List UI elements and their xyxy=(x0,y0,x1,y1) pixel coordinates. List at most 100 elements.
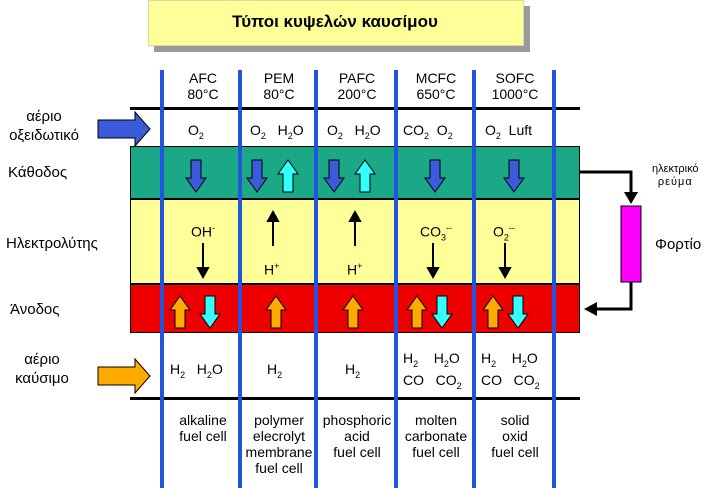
desc-line: acid xyxy=(344,428,370,444)
cyan-up-arrow xyxy=(354,159,376,193)
column-divider xyxy=(552,70,556,488)
ion-pem: H+ xyxy=(264,261,280,278)
circuit-arrowhead-left xyxy=(584,302,597,316)
column-header-mcfc: MCFC 650°C xyxy=(398,70,474,102)
title-box xyxy=(148,0,524,46)
fuel-afc: H2 H2O xyxy=(170,361,223,380)
column-name: MCFC xyxy=(415,70,457,86)
column-divider xyxy=(394,70,398,488)
oxidant-afc: O2 xyxy=(188,122,204,141)
desc-line: fuel cell xyxy=(179,428,227,444)
bottom-separator-line xyxy=(130,397,580,400)
column-name: SOFC xyxy=(495,70,535,86)
fuel-pafc: H2 xyxy=(345,361,361,380)
desc-line: carbonate xyxy=(404,428,468,444)
desc-line: elecrolyt xyxy=(252,428,306,444)
column-divider xyxy=(314,70,318,488)
ion-up-arrowhead xyxy=(266,209,280,222)
ion-down-arrowhead xyxy=(498,267,512,280)
ion-pafc: H+ xyxy=(347,261,363,278)
orange-up-arrow xyxy=(406,295,428,329)
cyan-down-arrow xyxy=(507,295,529,329)
desc-line: alkaline xyxy=(179,412,227,428)
oxidant-sofc: O2 Luft xyxy=(485,122,533,141)
oxidant-pafc: O2 H2O xyxy=(327,122,381,141)
desc-line: oxid xyxy=(502,428,528,444)
desc-line: phosphoric xyxy=(322,412,392,428)
label-line: οξειδωτικό xyxy=(9,127,79,144)
orange-up-arrow xyxy=(482,295,504,329)
column-temp: 1000°C xyxy=(491,86,539,102)
column-header-pafc: PAFC 200°C xyxy=(318,70,396,102)
column-header-pem: PEM 80°C xyxy=(242,70,316,102)
current-label: ηλεκτρικό ρεύμα xyxy=(652,163,699,189)
column-name: PAFC xyxy=(338,70,376,86)
top-separator-line xyxy=(130,107,580,110)
label-line: αέριο xyxy=(26,108,62,125)
column-temp: 80°C xyxy=(187,86,219,102)
circuit-wire-bottom xyxy=(594,282,633,311)
desc-line: fuel cell xyxy=(491,444,539,460)
blue-down-arrow xyxy=(503,159,525,193)
label-line: ρεύμα xyxy=(657,176,693,188)
desc-mcfc: molten carbonate fuel cell xyxy=(398,412,474,460)
ion-down-arrowhead xyxy=(196,267,210,280)
cyan-down-arrow xyxy=(431,295,453,329)
oxidant-input-arrow xyxy=(97,110,151,148)
orange-up-arrow xyxy=(265,295,287,329)
ion-afc: OH- xyxy=(191,223,215,240)
column-divider xyxy=(472,70,476,488)
oxidant-gas-label: αέριο οξειδωτικό xyxy=(4,107,84,145)
column-name: AFC xyxy=(189,70,217,86)
ion-down-arrowhead xyxy=(426,267,440,280)
ion-sofc: O2-- xyxy=(493,223,515,243)
orange-up-arrow xyxy=(169,295,191,329)
column-divider xyxy=(238,70,242,488)
label-line: καύσιμο xyxy=(15,370,69,387)
fuel-pem: H2 xyxy=(267,361,283,380)
load-box xyxy=(620,205,642,283)
column-temp: 200°C xyxy=(337,86,377,102)
column-header-afc: AFC 80°C xyxy=(164,70,242,102)
fuel-gas-label: αέριο καύσιμο xyxy=(10,350,74,388)
desc-line: solid xyxy=(500,412,530,428)
desc-line: membrane xyxy=(245,444,313,460)
ion-mcfc: CO3-- xyxy=(420,223,453,243)
circuit-wire-top xyxy=(580,170,633,195)
circuit-arrowhead-down xyxy=(624,192,638,204)
column-temp: 650°C xyxy=(416,86,456,102)
oxidant-pem: O2 H2O xyxy=(250,122,304,141)
column-temp: 80°C xyxy=(263,86,295,102)
desc-pem: polymer elecrolyt membrane fuel cell xyxy=(242,412,316,476)
oxidant-mcfc: CO2 O2 xyxy=(403,122,453,141)
load-label: Φορτίο xyxy=(655,236,702,253)
desc-line: molten xyxy=(414,412,458,428)
cyan-up-arrow xyxy=(277,159,299,193)
diagram-title: Τύποι κυψελών καυσίμου xyxy=(232,12,438,31)
electrolyte-label: Ηλεκτρολύτης xyxy=(6,235,98,252)
desc-line: polymer xyxy=(254,412,304,428)
orange-up-arrow xyxy=(342,295,364,329)
ion-up-arrowhead xyxy=(348,209,362,222)
desc-sofc: solid oxid fuel cell xyxy=(476,412,554,460)
label-line: ηλεκτρικό xyxy=(652,163,699,175)
cyan-down-arrow xyxy=(199,295,221,329)
desc-line: fuel cell xyxy=(333,444,381,460)
desc-line: fuel cell xyxy=(412,444,460,460)
column-divider xyxy=(160,70,164,488)
blue-down-arrow xyxy=(246,159,268,193)
blue-down-arrow xyxy=(424,159,446,193)
desc-afc: alkaline fuel cell xyxy=(164,412,242,444)
column-header-sofc: SOFC 1000°C xyxy=(476,70,554,102)
column-name: PEM xyxy=(263,70,295,86)
blue-down-arrow xyxy=(323,159,345,193)
label-line: αέριο xyxy=(24,351,60,368)
desc-pafc: phosphoric acid fuel cell xyxy=(318,412,396,460)
anode-label: Άνοδος xyxy=(10,301,60,318)
blue-down-arrow xyxy=(185,159,207,193)
desc-line: fuel cell xyxy=(255,460,303,476)
fuel-input-arrow xyxy=(97,357,151,395)
